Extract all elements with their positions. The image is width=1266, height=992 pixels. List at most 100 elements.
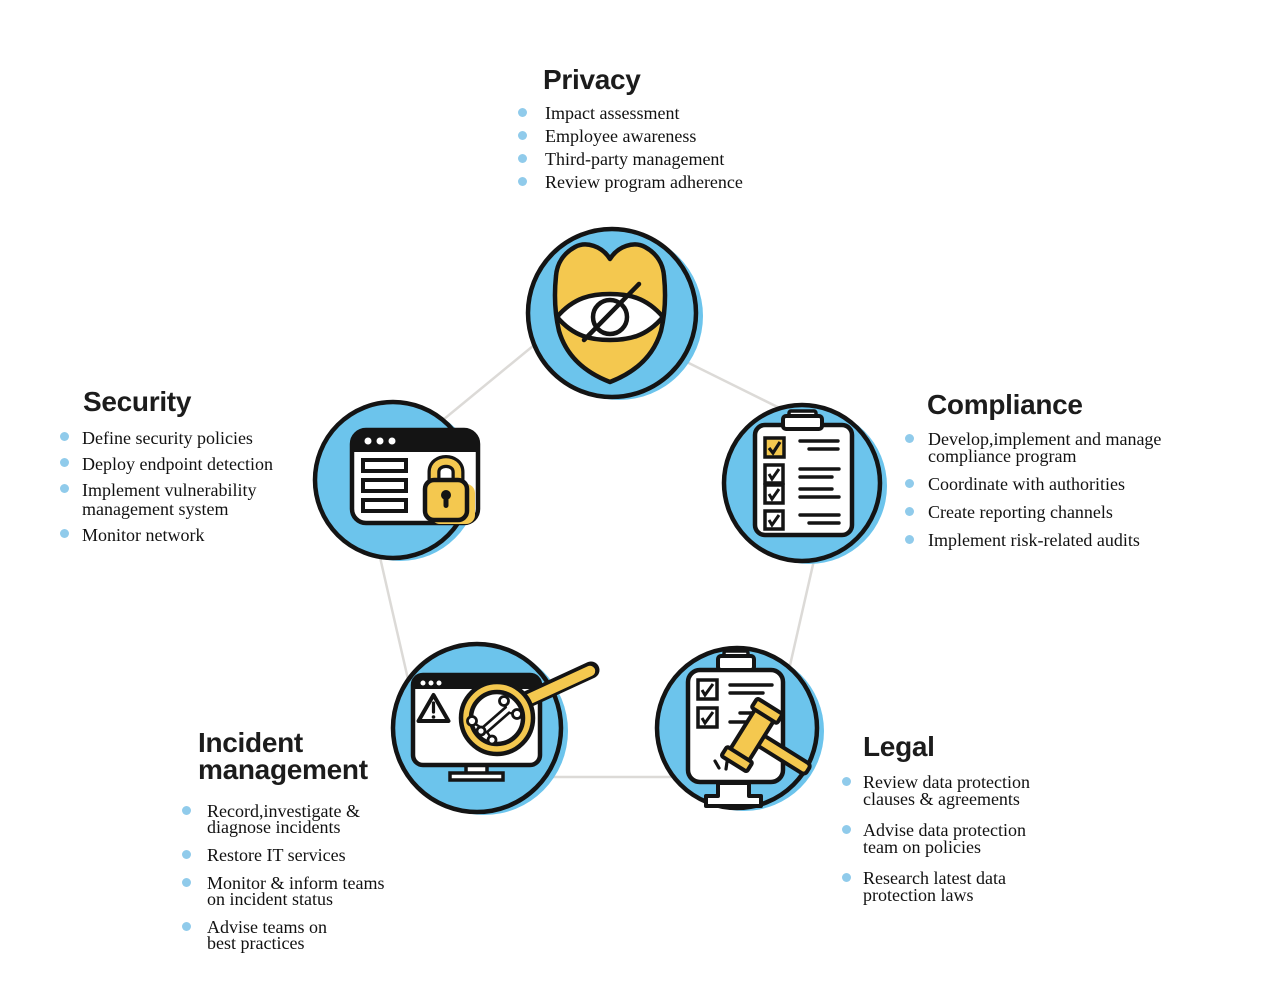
list-row bbox=[361, 458, 408, 473]
section-title-compliance: Compliance bbox=[927, 389, 1083, 420]
item-line: Implement vulnerability bbox=[82, 480, 257, 500]
bullet-icon bbox=[182, 850, 191, 859]
bullet-icon bbox=[60, 458, 69, 467]
privacy-bullet-list: Impact assessment Employee awareness Thi… bbox=[518, 103, 818, 192]
list-item: Deploy endpoint detection bbox=[60, 455, 340, 474]
list-item: Impact assessment bbox=[518, 103, 818, 123]
item-line: Research latest data bbox=[863, 868, 1006, 888]
bullet-icon bbox=[842, 777, 851, 786]
list-item: Coordinate with authorities bbox=[903, 474, 1243, 494]
checklist-clipboard-icon bbox=[721, 402, 887, 564]
bullet-icon bbox=[60, 529, 69, 538]
bullet-icon bbox=[182, 806, 191, 815]
monitor-magnifier-icon bbox=[390, 641, 600, 815]
item-line: team on policies bbox=[863, 837, 981, 857]
padlock-icon bbox=[422, 455, 475, 524]
title-line: Incident bbox=[198, 727, 303, 758]
titlebar-dot bbox=[436, 680, 442, 686]
incident-bullet-list: Record,investigate &diagnose incidents R… bbox=[182, 801, 462, 953]
item-line: Record,investigate & bbox=[207, 801, 360, 821]
section-title-security: Security bbox=[83, 386, 192, 417]
bullet-icon bbox=[182, 922, 191, 931]
gavel-icon bbox=[720, 696, 812, 776]
item-line: clauses & agreements bbox=[863, 789, 1020, 809]
impact-marks bbox=[713, 759, 729, 771]
item-line: diagnose incidents bbox=[207, 817, 341, 837]
eye-slash bbox=[581, 281, 642, 343]
list-item: Implement risk-related audits bbox=[903, 530, 1243, 550]
bullet-icon bbox=[842, 825, 851, 834]
clipboard-clip bbox=[716, 654, 756, 672]
list-item: Record,investigate &diagnose incidents bbox=[182, 801, 462, 837]
item-line: Employee awareness bbox=[545, 126, 697, 146]
item-line: Impact assessment bbox=[545, 103, 680, 123]
titlebar-dot bbox=[376, 437, 384, 445]
list-item: Create reporting channels bbox=[903, 502, 1243, 522]
bullet-icon bbox=[60, 432, 69, 441]
section-title-privacy: Privacy bbox=[543, 64, 641, 95]
titlebar-dot bbox=[428, 680, 434, 686]
monitor-stand-base bbox=[448, 771, 505, 782]
item-line: Deploy endpoint detection bbox=[82, 454, 273, 474]
list-item: Monitor network bbox=[60, 526, 340, 545]
bullet-icon bbox=[518, 177, 527, 186]
section-title-incident-management: Incident management bbox=[198, 727, 462, 785]
item-line: Define security policies bbox=[82, 428, 253, 448]
shield-eye-privacy-icon bbox=[525, 226, 703, 400]
item-line: Advise teams on bbox=[207, 917, 327, 937]
item-line: on incident status bbox=[207, 889, 333, 909]
bullet-icon bbox=[842, 873, 851, 882]
list-row bbox=[361, 478, 408, 493]
item-line: Implement risk-related audits bbox=[928, 530, 1140, 550]
privacy-section: Privacy Impact assessment Employee aware… bbox=[518, 64, 818, 197]
browser-titlebar bbox=[352, 430, 478, 452]
item-line: Advise data protection bbox=[863, 820, 1026, 840]
eye-pupil bbox=[590, 297, 630, 337]
clipboard-gavel-icon bbox=[654, 645, 824, 811]
browser-padlock-icon bbox=[312, 399, 481, 561]
section-title-legal: Legal bbox=[863, 731, 935, 762]
list-item: Define security policies bbox=[60, 429, 340, 448]
item-line: Monitor network bbox=[82, 525, 205, 545]
item-line: best practices bbox=[207, 933, 305, 953]
bullet-icon bbox=[518, 154, 527, 163]
titlebar-dot bbox=[420, 680, 426, 686]
item-line: Create reporting channels bbox=[928, 502, 1113, 522]
list-item: Third-party management bbox=[518, 150, 818, 168]
list-item: Employee awareness bbox=[518, 126, 818, 146]
item-line: Monitor & inform teams bbox=[207, 873, 385, 893]
bullet-icon bbox=[182, 878, 191, 887]
item-line: Review program adherence bbox=[545, 172, 743, 192]
bullet-icon bbox=[905, 507, 914, 516]
list-row bbox=[361, 498, 408, 513]
list-item: Restore IT services bbox=[182, 846, 462, 864]
security-bullet-list: Define security policies Deploy endpoint… bbox=[60, 429, 340, 545]
bullet-icon bbox=[518, 108, 527, 117]
item-line: protection laws bbox=[863, 885, 974, 905]
item-line: compliance program bbox=[928, 446, 1077, 466]
network-nodes bbox=[466, 695, 523, 746]
incident-management-section: Incident management Record,investigate &… bbox=[182, 729, 462, 963]
item-line: Coordinate with authorities bbox=[928, 474, 1125, 494]
bullet-icon bbox=[905, 434, 914, 443]
title-line: management bbox=[198, 754, 368, 785]
item-line: Review data protection bbox=[863, 772, 1030, 792]
clipboard-clip bbox=[781, 414, 824, 431]
bullet-icon bbox=[60, 484, 69, 493]
bullet-icon bbox=[518, 131, 527, 140]
item-line: management system bbox=[82, 499, 229, 519]
magnifier-icon bbox=[458, 661, 600, 757]
text-lines bbox=[798, 439, 841, 525]
item-line: Develop,implement and manage bbox=[928, 429, 1162, 449]
